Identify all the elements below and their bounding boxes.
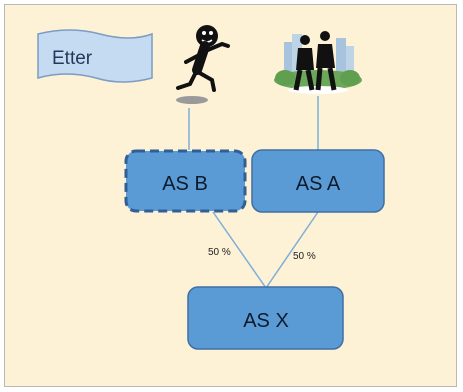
entity-box-as-b: AS B [124,149,247,213]
entity-label-as-x: AS X [243,310,289,332]
etter-banner: Etter [37,29,153,83]
edge-label-a-x: 50 % [293,251,316,262]
entity-box-as-a: AS A [251,149,385,213]
edge-label-b-x: 50 % [208,247,231,258]
connector-lines [188,96,319,289]
entity-label-as-b: AS B [162,173,208,195]
entity-label-as-a: AS A [296,173,341,195]
entity-box-as-x: AS X [187,286,344,350]
business-people-icon [274,31,362,94]
banner-text: Etter [52,48,93,69]
running-person-icon [176,25,230,104]
